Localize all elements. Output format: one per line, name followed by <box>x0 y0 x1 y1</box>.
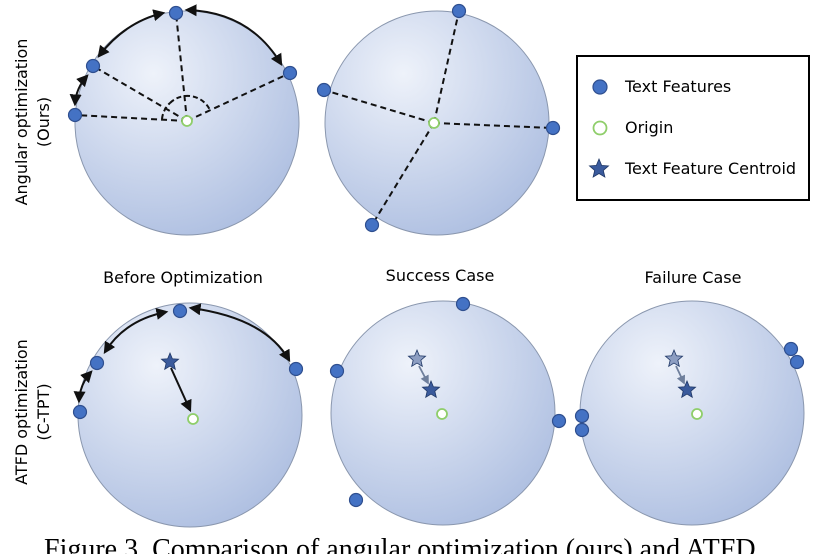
centroid-star-icon <box>421 379 441 399</box>
rim-arrows <box>73 303 291 404</box>
row-label-top-line2: (Ours) <box>34 97 53 147</box>
text-feature-point <box>455 296 471 312</box>
figure-caption: Figure 3. Comparison of angular optimiza… <box>44 534 756 554</box>
origin-point <box>691 408 703 420</box>
centroid-star-icon <box>677 379 697 399</box>
legend-centroid: Text Feature Centroid <box>624 159 796 178</box>
text-feature-point <box>789 354 805 370</box>
rim-arrow <box>69 74 89 107</box>
text-feature-point <box>574 408 590 424</box>
row-label-bottom-line1: ATFD optimization <box>12 339 31 485</box>
initial-centroid-star-icon <box>407 348 427 368</box>
initial-centroid-star-icon <box>664 348 684 368</box>
angle-arcs <box>161 94 211 120</box>
radius-line <box>433 10 460 124</box>
rim-arrow <box>73 370 93 404</box>
legend-origin: Origin <box>625 118 673 137</box>
radius-line <box>74 114 188 122</box>
radius-line <box>92 65 188 122</box>
row-label-top: Angular optimization (Ours) <box>12 39 53 206</box>
text-feature-point <box>316 82 332 98</box>
column-title-failure: Failure Case <box>645 268 742 287</box>
sphere-top-1 <box>67 4 300 236</box>
text-feature-point <box>551 413 567 429</box>
column-title-success: Success Case <box>386 266 495 285</box>
angle-arc <box>161 102 171 120</box>
origin-point <box>436 408 448 420</box>
legend-box <box>576 55 810 201</box>
text-feature-point <box>67 107 83 123</box>
rim-arrow <box>97 9 166 58</box>
sphere-bottom-success <box>329 296 567 526</box>
centroid-shift-arrow <box>170 367 192 413</box>
row-label-bottom-line2: (C-TPT) <box>34 383 53 440</box>
legend-centroid-star-icon <box>588 157 610 178</box>
radius-line <box>323 89 435 124</box>
column-title-before: Before Optimization <box>103 268 263 287</box>
text-feature-point <box>451 3 467 19</box>
rim-arrows <box>69 4 283 107</box>
rim-arrow <box>184 4 283 67</box>
row-label-bottom: ATFD optimization (C-TPT) <box>12 339 53 485</box>
legend-text-features: Text Features <box>624 77 731 96</box>
row-label-top-line1: Angular optimization <box>12 39 31 206</box>
radius-lines <box>323 10 554 226</box>
rim-arrow <box>188 303 291 363</box>
radius-line <box>186 72 291 122</box>
text-feature-point <box>783 341 799 357</box>
sphere-bottom-failure <box>574 300 805 526</box>
text-feature-point <box>72 404 88 420</box>
angle-arc <box>169 95 186 104</box>
sphere-bottom-before <box>72 302 304 528</box>
legend-text-feature-symbol <box>592 79 608 95</box>
text-feature-point <box>574 422 590 438</box>
text-feature-point <box>545 120 561 136</box>
angle-arc <box>184 94 211 111</box>
origin-point <box>187 413 199 425</box>
rim-arrow <box>103 307 169 355</box>
text-feature-point <box>168 5 184 21</box>
sphere-top-2 <box>316 3 561 236</box>
text-feature-point <box>288 361 304 377</box>
centroid-shift-arrow <box>675 365 686 385</box>
text-feature-point <box>329 363 345 379</box>
text-feature-point <box>348 492 364 508</box>
origin-point <box>181 115 193 127</box>
text-feature-point <box>89 355 105 371</box>
centroid-star-icon <box>160 351 180 371</box>
centroid-shift-arrow <box>418 365 429 385</box>
radius-lines <box>74 12 291 122</box>
text-feature-point <box>364 217 380 233</box>
text-feature-point <box>282 65 298 81</box>
legend: Text Features Origin Text Feature Centro… <box>576 55 810 201</box>
text-feature-point <box>85 58 101 74</box>
radius-line <box>175 12 188 122</box>
legend-origin-symbol <box>592 120 608 136</box>
text-feature-point <box>172 303 188 319</box>
origin-point <box>428 117 440 129</box>
